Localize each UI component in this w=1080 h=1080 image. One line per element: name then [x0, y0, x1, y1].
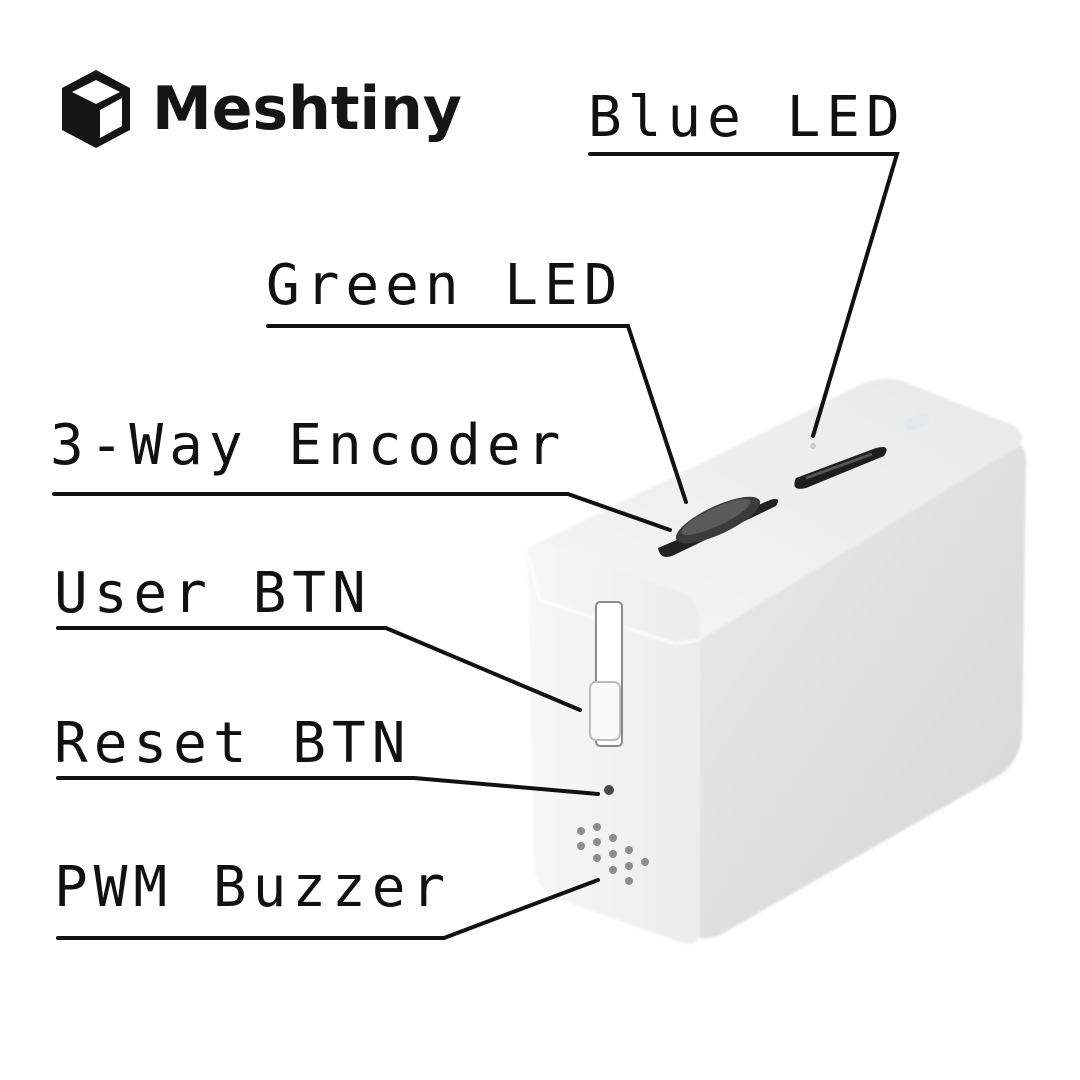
leader-reset-btn	[56, 776, 600, 796]
user-button	[589, 681, 621, 741]
label-reset-btn: Reset BTN	[54, 711, 412, 776]
cube-icon	[62, 70, 130, 148]
label-encoder: 3-Way Encoder	[50, 413, 567, 478]
brand-name: Meshtiny	[152, 74, 462, 144]
label-buzzer: PWM Buzzer	[54, 855, 452, 920]
brand-logo: Meshtiny	[58, 66, 462, 152]
label-green-led: Green LED	[266, 253, 624, 318]
label-blue-led: Blue LED	[588, 85, 906, 150]
leader-lines	[52, 152, 900, 940]
usb-c-port	[794, 447, 887, 489]
encoder-wheel	[658, 496, 778, 557]
leader-buzzer	[56, 878, 600, 940]
leader-blue-led	[588, 152, 900, 438]
leader-user-btn	[56, 626, 582, 712]
reset-pinhole	[604, 785, 614, 795]
leader-encoder	[52, 492, 672, 532]
status-window	[904, 413, 930, 431]
user-button-slot	[589, 601, 623, 747]
buzzer-grille	[577, 823, 649, 885]
device-side-face	[692, 445, 1027, 939]
blue-led	[810, 443, 816, 449]
label-user-btn: User BTN	[54, 561, 372, 626]
leader-green-led	[266, 324, 688, 504]
device-top-face	[527, 378, 1022, 645]
